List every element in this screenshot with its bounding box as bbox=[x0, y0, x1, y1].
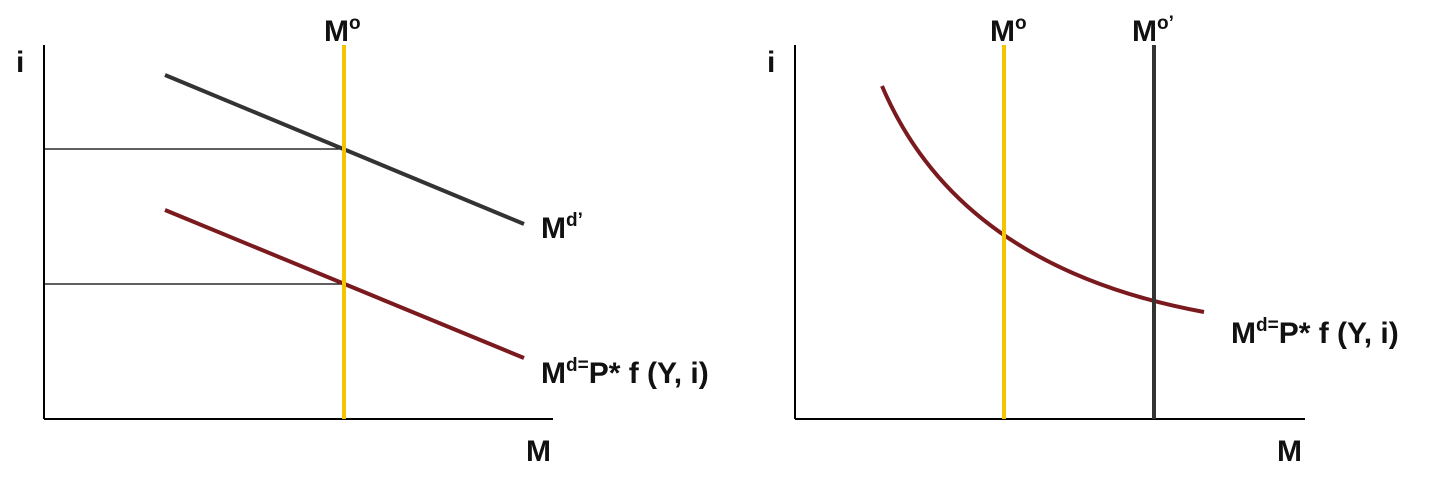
left-money-demand-label: Md=P* f (Y, i) bbox=[541, 355, 709, 390]
right-money-supply-shifted-label: Mo’ bbox=[1132, 13, 1174, 48]
right-x-axis-label: M bbox=[1277, 435, 1302, 468]
left-y-axis-label: i bbox=[16, 46, 24, 79]
left-panel: i M Mo Md’ Md=P* f (Y, i) bbox=[16, 13, 709, 468]
right-panel: i M Mo Mo’ Md=P* f (Y, i) bbox=[767, 13, 1399, 468]
left-x-axis-label: M bbox=[526, 435, 551, 468]
right-money-demand-curve bbox=[880, 85, 1205, 314]
left-money-supply-label: Mo bbox=[324, 13, 361, 48]
left-money-demand-shifted-label: Md’ bbox=[541, 210, 583, 245]
right-money-demand-label: Md=P* f (Y, i) bbox=[1231, 315, 1399, 350]
right-y-axis-label: i bbox=[767, 46, 775, 79]
right-money-supply-label: Mo bbox=[990, 13, 1027, 48]
